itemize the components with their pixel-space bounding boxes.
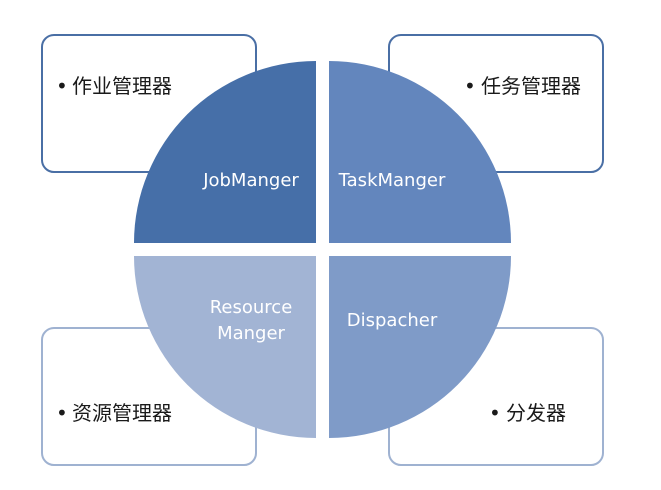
- box-dispatcher-label: 分发器: [506, 401, 566, 425]
- quadrant-task-manager: [329, 61, 511, 243]
- box-job-manager-label: 作业管理器: [72, 74, 172, 98]
- box-task-manager-label: 任务管理器: [481, 74, 581, 98]
- quadrant-dispatcher: [329, 256, 511, 438]
- quadrant-resource-manager: [134, 256, 316, 438]
- box-resource-manager-bullet: •: [56, 401, 68, 425]
- box-resource-manager-label: 资源管理器: [72, 401, 172, 425]
- quadrant-job-manager-label: JobManger: [202, 170, 299, 191]
- box-task-manager-bullet: •: [464, 74, 476, 98]
- box-dispatcher-bullet: •: [489, 401, 501, 425]
- quadrant-dispatcher-label: Dispacher: [347, 310, 438, 331]
- box-job-manager-bullet: •: [56, 74, 68, 98]
- quadrant-resource-manager-label-line2: Manger: [217, 323, 285, 344]
- quadrant-job-manager: [134, 61, 316, 243]
- quadrant-task-manager-label: TaskManger: [338, 170, 446, 191]
- quadrant-resource-manager-label-line1: Resource: [210, 297, 293, 318]
